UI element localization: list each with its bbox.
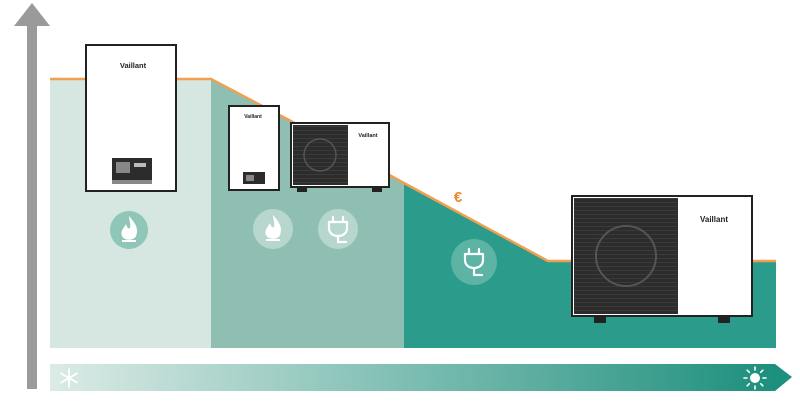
heat-pump-small: Vaillant xyxy=(290,122,390,192)
heat-pump-small-brand: Vaillant xyxy=(358,133,377,139)
snowflake-icon xyxy=(60,368,78,388)
boiler-large-brand: Vaillant xyxy=(120,61,147,70)
flame-icon xyxy=(110,211,148,249)
cost-axis-arrow xyxy=(14,3,50,389)
heat-pump-large: Vaillant xyxy=(571,195,753,323)
boiler-small-brand: Vaillant xyxy=(244,114,262,120)
temperature-axis xyxy=(50,364,792,391)
gas-boiler-large: Vaillant xyxy=(85,44,177,192)
sun-icon xyxy=(743,366,767,390)
euro-symbol: € xyxy=(454,189,463,206)
gas-boiler-small: Vaillant xyxy=(228,105,280,191)
plug-icon xyxy=(451,239,497,285)
flame-icon xyxy=(253,209,293,249)
plug-icon xyxy=(318,209,358,249)
heat-pump-large-brand: Vaillant xyxy=(700,215,728,224)
